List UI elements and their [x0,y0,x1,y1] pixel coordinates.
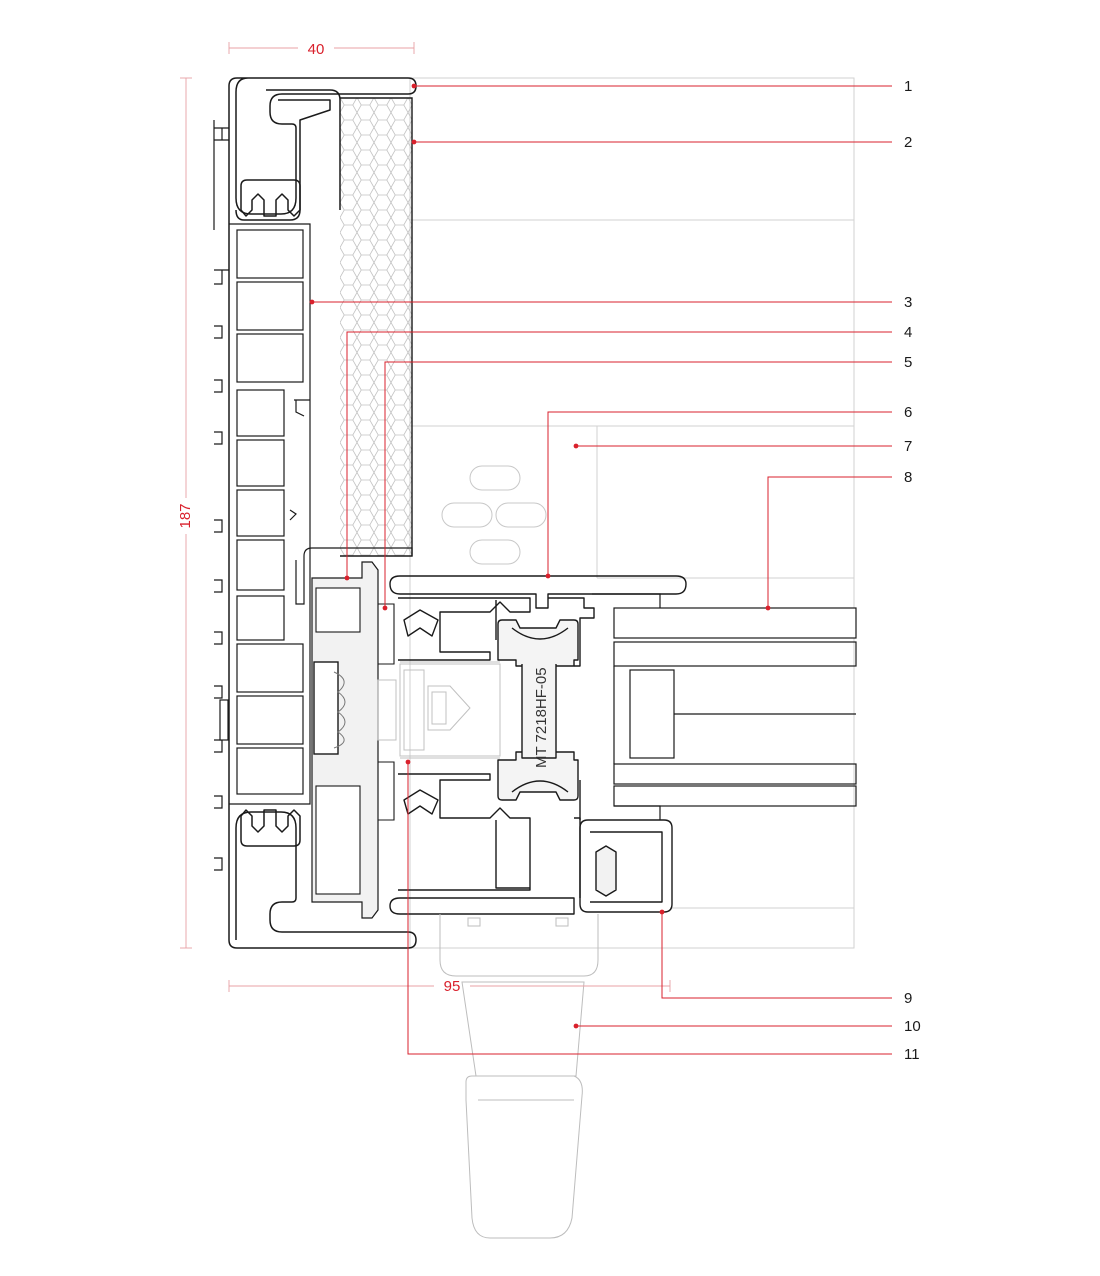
callout-5: 5 [904,354,912,371]
chamber-profile [213,120,413,871]
callout-8: 8 [904,469,912,486]
handle [439,914,599,1239]
dimension-height: 187 [177,503,194,528]
callout-10: 10 [904,1018,921,1035]
profile-code-label: MT 7218HF-05 [533,667,550,768]
dimension-width-bottom: 95 [444,978,461,995]
callout-7: 7 [904,438,912,455]
hardware-cam [377,661,501,759]
glazing-unit [592,593,857,820]
callout-leaders [312,85,892,1055]
dimension-width-top: 40 [308,41,325,58]
callout-6: 6 [904,404,912,421]
callout-4: 4 [904,324,912,341]
callout-2: 2 [904,134,912,151]
callout-9: 9 [904,990,912,1007]
callout-11: 11 [904,1046,920,1063]
callout-1: 1 [904,78,912,95]
outer-frame-profile [228,77,417,949]
drainage-slots [441,465,547,565]
insulation-panel [340,97,413,557]
callout-numbers: 1 2 3 4 5 6 7 8 9 10 11 [904,78,921,1063]
sash-profile [389,575,687,915]
background-reference-lines [409,77,855,949]
dimensions [180,42,671,992]
callout-3: 3 [904,294,912,311]
inner-frame-profile [311,561,395,919]
callout-dots [309,83,771,1029]
